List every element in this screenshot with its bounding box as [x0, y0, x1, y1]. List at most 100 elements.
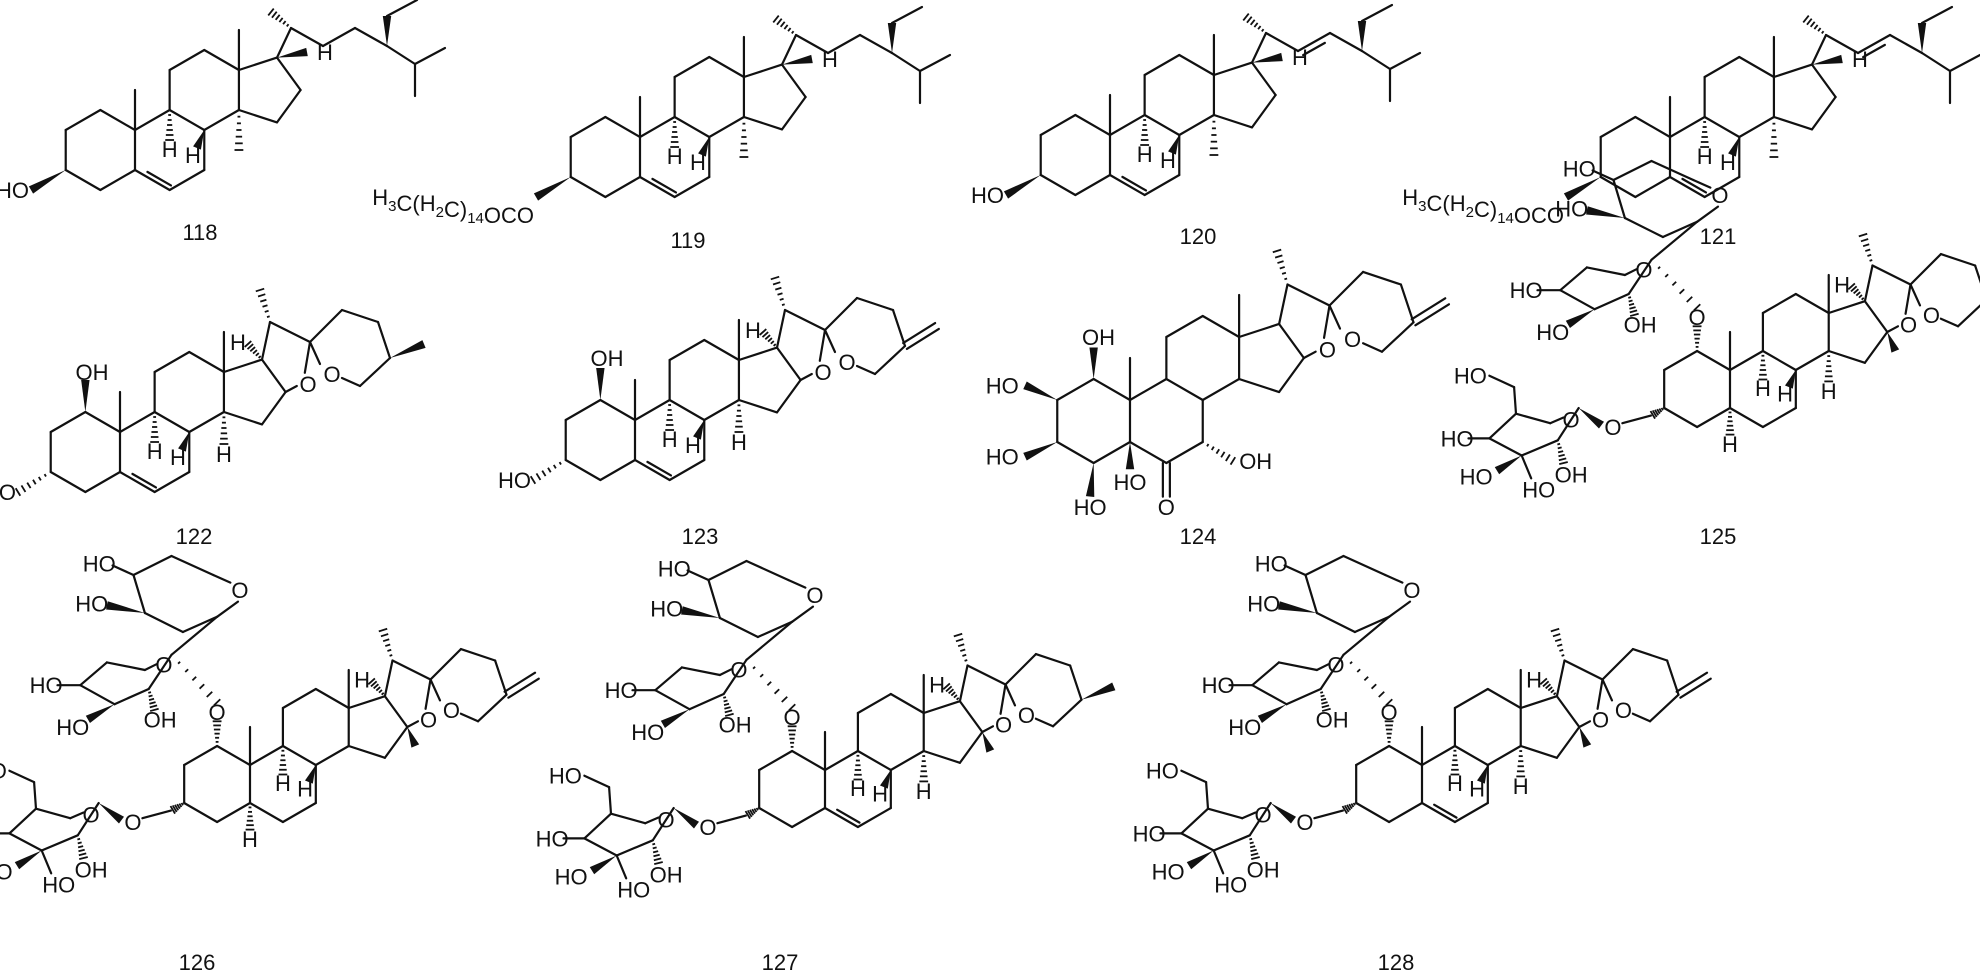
- bond: [1695, 406, 1732, 429]
- bond: [787, 578, 807, 589]
- h-label: H: [162, 137, 178, 162]
- bond: [569, 175, 607, 199]
- bond: [1128, 377, 1168, 402]
- bond: [1165, 440, 1204, 465]
- hydroxyl-label: HO: [0, 178, 29, 203]
- wedge-bond: [887, 23, 897, 53]
- bond: [1180, 769, 1208, 784]
- bond: [84, 410, 122, 434]
- bond: [1251, 684, 1288, 706]
- h-label: H: [822, 47, 838, 72]
- bond: [775, 378, 802, 414]
- wedge-bond: [1186, 850, 1214, 870]
- bond: [1761, 406, 1797, 429]
- ester-label: H3C(H2C)14OCO: [1402, 185, 1564, 228]
- hash-bond: [1657, 266, 1701, 311]
- bond: [1206, 807, 1244, 820]
- hash-bond: [723, 696, 734, 717]
- wedge-bond: [1477, 765, 1488, 784]
- wedge-bond: [1887, 332, 1900, 353]
- bond: [633, 398, 671, 422]
- h-label: H: [1513, 774, 1529, 799]
- wedge-bond: [1089, 347, 1098, 379]
- bond: [1201, 377, 1241, 402]
- bond: [260, 358, 287, 394]
- oxygen-label: O: [323, 362, 340, 387]
- bond: [1520, 439, 1559, 457]
- bond: [1948, 53, 1980, 73]
- hydroxyl-label: OH: [1239, 449, 1272, 474]
- hash-bond: [919, 755, 929, 783]
- hydroxyl-label: HO: [658, 557, 691, 582]
- hash-bond: [1847, 282, 1865, 301]
- bond: [1004, 683, 1017, 707]
- oxygen-label: O: [1344, 327, 1361, 352]
- bond: [476, 693, 508, 723]
- bond: [64, 108, 102, 132]
- oxygen-label: O: [443, 698, 460, 723]
- bond: [775, 308, 787, 349]
- oxygen-label: O: [1381, 700, 1398, 725]
- h-label: H: [317, 40, 333, 65]
- bond: [1251, 661, 1280, 687]
- wedge-bond: [1586, 206, 1625, 218]
- bond: [1143, 173, 1181, 197]
- bond: [1074, 173, 1112, 197]
- oxygen-label: O: [806, 583, 823, 608]
- bond: [1794, 292, 1830, 315]
- hash-bond: [1140, 119, 1150, 146]
- bond: [1453, 687, 1489, 710]
- hash-bond: [244, 340, 262, 359]
- bond: [1178, 113, 1216, 137]
- double-bond: [507, 677, 540, 699]
- bond: [1486, 744, 1522, 767]
- bond: [654, 689, 691, 711]
- bond: [1512, 386, 1518, 415]
- bond: [1549, 416, 1565, 425]
- wedge-bond: [589, 855, 617, 875]
- bond: [1738, 115, 1776, 139]
- h-label: H: [297, 777, 313, 802]
- hydroxyl-label: HO: [617, 878, 650, 903]
- bond: [1794, 349, 1830, 372]
- bond: [1555, 695, 1581, 729]
- bond: [1810, 95, 1837, 131]
- wedge-bond: [193, 130, 205, 150]
- bond: [1599, 115, 1637, 139]
- bond: [1212, 849, 1225, 875]
- bond: [1621, 414, 1652, 425]
- bond: [118, 470, 156, 494]
- wedge-bond: [693, 420, 705, 440]
- hash-bond: [1769, 122, 1779, 158]
- bond: [1342, 554, 1387, 577]
- bond: [153, 410, 191, 434]
- bond: [583, 812, 613, 840]
- bond: [1212, 61, 1254, 77]
- bond: [615, 854, 628, 880]
- bond: [891, 308, 907, 348]
- h-label: H: [731, 430, 747, 455]
- bond: [383, 695, 409, 729]
- caption-121: 121: [1700, 224, 1737, 249]
- hash-bond: [734, 404, 744, 433]
- oxygen-label: O: [420, 707, 437, 732]
- hash-bond: [1209, 120, 1219, 156]
- bond: [1353, 615, 1391, 634]
- bond: [215, 801, 252, 824]
- hydroxyl-label: HO: [0, 480, 16, 505]
- oxygen-label: O: [838, 350, 855, 375]
- bond: [564, 398, 602, 422]
- double-bond: [1433, 803, 1458, 819]
- bond: [1593, 292, 1630, 311]
- bond: [1728, 406, 1765, 429]
- bond: [1361, 270, 1403, 286]
- bond: [1599, 175, 1637, 199]
- bond: [8, 807, 38, 835]
- double-bond: [1679, 677, 1712, 699]
- bond: [599, 458, 637, 482]
- bond: [818, 328, 827, 362]
- bond: [1886, 325, 1900, 334]
